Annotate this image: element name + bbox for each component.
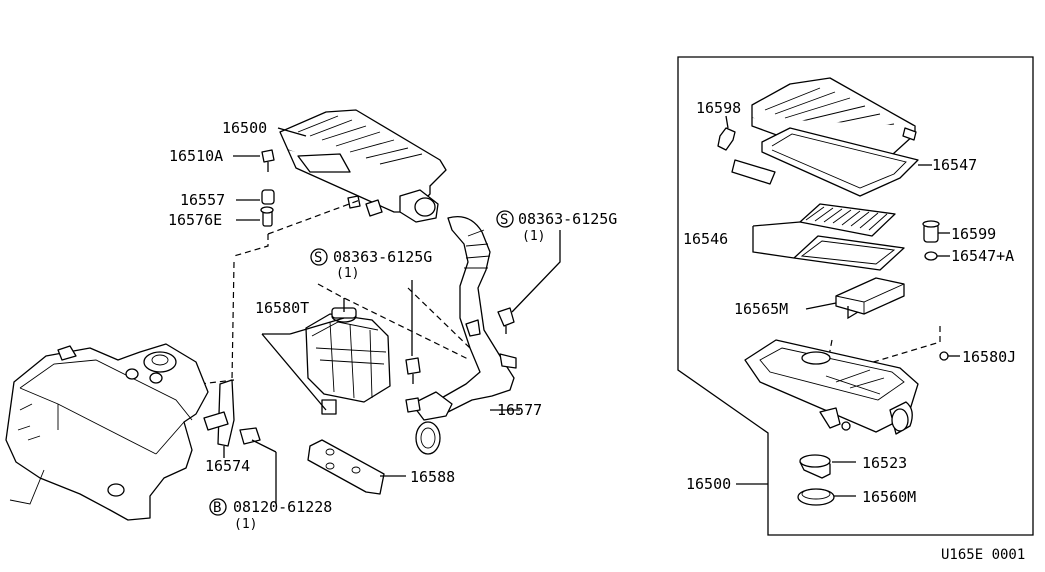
fastener-b: B 08120-61228 (1) xyxy=(209,498,332,532)
callout-16599: 16599 xyxy=(951,225,996,243)
air-cleaner-lower-case-detail xyxy=(744,339,919,435)
symbol-s-right: S xyxy=(500,212,508,228)
engine-block xyxy=(5,343,209,521)
seal-16523 xyxy=(799,454,856,479)
part-number-s-right: 08363-6125G xyxy=(518,210,617,228)
grommet-16599 xyxy=(922,220,950,243)
callout-16557: 16557 xyxy=(180,191,225,209)
washer-16547A xyxy=(924,251,950,261)
callout-16574: 16574 xyxy=(205,457,250,475)
callout-16580J: 16580J xyxy=(962,348,1016,366)
symbol-s-mid: S xyxy=(314,250,322,266)
reference-code: U165E 0001 xyxy=(941,547,1025,563)
callout-16580T: 16580T xyxy=(255,299,309,317)
symbol-b: B xyxy=(213,500,221,516)
callout-16500-top: 16500 xyxy=(222,119,267,137)
callout-16547A: 16547+A xyxy=(951,247,1014,265)
grommet-16580J xyxy=(939,351,949,361)
clip-16598 xyxy=(717,115,776,185)
reservoir-16580T xyxy=(305,307,391,415)
callout-16546: 16546 xyxy=(683,230,728,248)
bolt-s-right xyxy=(497,230,561,334)
callout-16510A: 16510A xyxy=(169,147,223,165)
part-number-b: 08120-61228 xyxy=(233,498,332,516)
bolt-16510A xyxy=(261,149,275,172)
bracket-16588 xyxy=(307,439,406,495)
callout-16565M: 16565M xyxy=(734,300,788,318)
air-cleaner-assembly xyxy=(279,109,447,223)
grommet-16557 xyxy=(261,189,275,205)
qty-s-mid: (1) xyxy=(336,266,359,281)
bolt-s-mid xyxy=(405,280,421,413)
fastener-s-mid: S 08363-6125G (1) xyxy=(310,248,432,281)
resonator-16565M xyxy=(805,277,905,320)
filter-element-16546 xyxy=(752,203,905,271)
clamp-16560M xyxy=(797,488,856,506)
callout-16523: 16523 xyxy=(862,454,907,472)
callout-16576E: 16576E xyxy=(168,211,222,229)
callout-16588: 16588 xyxy=(410,468,455,486)
gasket-16547 xyxy=(761,127,919,197)
collar-16576E xyxy=(260,206,274,227)
callout-16598: 16598 xyxy=(696,99,741,117)
fastener-s-right: S 08363-6125G (1) xyxy=(496,210,617,244)
qty-s-right: (1) xyxy=(522,229,545,244)
callout-16547: 16547 xyxy=(932,156,977,174)
callout-16500-detail: 16500 xyxy=(686,475,731,493)
duct-hose-16577 xyxy=(411,215,520,455)
callout-16577: 16577 xyxy=(497,401,542,419)
bolt-b xyxy=(239,427,277,504)
part-number-s-mid: 08363-6125G xyxy=(333,248,432,266)
callout-16560M: 16560M xyxy=(862,488,916,506)
qty-b: (1) xyxy=(234,517,257,532)
detail-box-frame xyxy=(677,56,1034,536)
